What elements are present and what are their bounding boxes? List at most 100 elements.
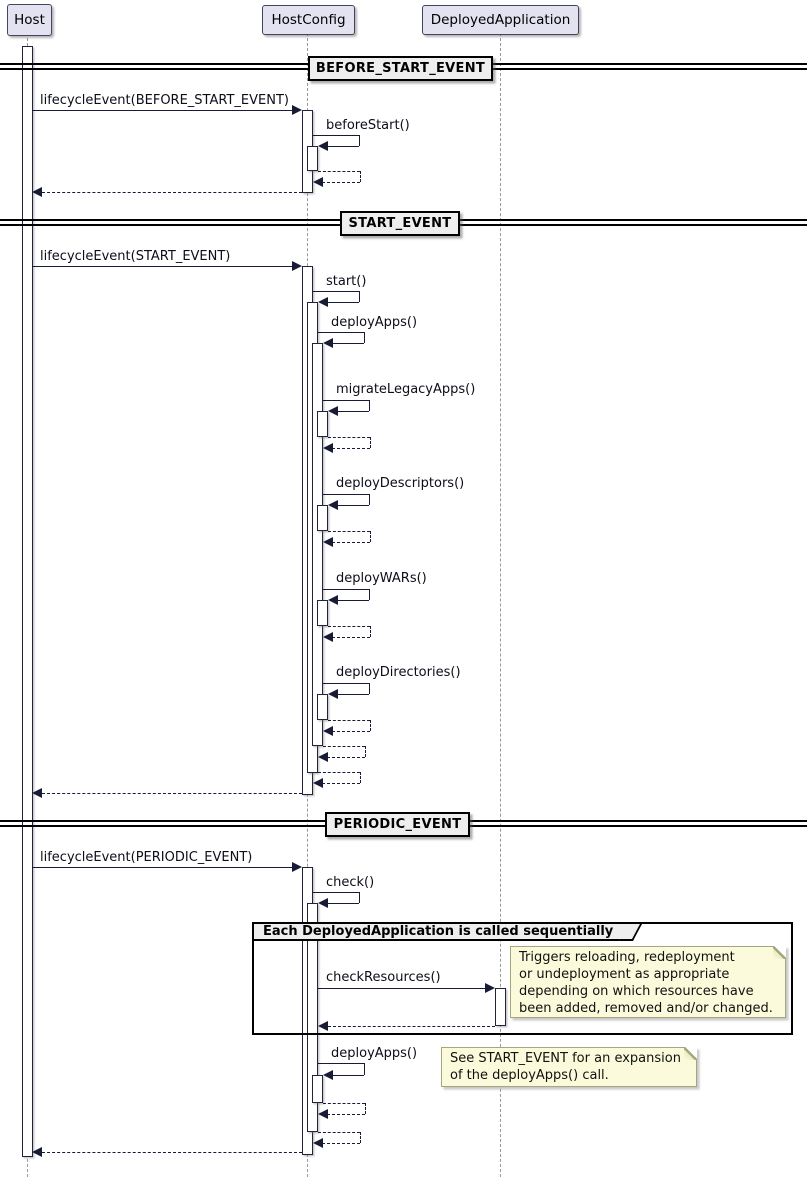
return-line [328, 437, 370, 438]
return-line [318, 1132, 360, 1133]
participant-label: DeployedApplication [430, 12, 571, 28]
message-label: deployDescriptors() [336, 476, 465, 491]
return-line [42, 1152, 302, 1153]
selfcall-line [313, 892, 359, 893]
arrowhead-left [323, 726, 333, 736]
message-label: checkResources() [326, 970, 441, 985]
group-title-tab: Each DeployedApplication is called seque… [254, 924, 628, 941]
message-label: lifecycleEvent(PERIODIC_EVENT) [40, 850, 253, 865]
return-line [328, 720, 370, 721]
arrowhead-left [318, 141, 328, 151]
participant-label: HostConfig [271, 12, 346, 28]
message-line [318, 988, 485, 989]
activation-hostconfig-wars [317, 600, 328, 626]
group-frame [252, 922, 793, 1035]
selfcall-line [337, 600, 369, 601]
return-line [370, 531, 371, 542]
selfcall-line [359, 291, 360, 302]
message-label: start() [326, 274, 367, 289]
activation-hostconfig-start-l3 [312, 343, 323, 746]
arrowhead-left [313, 177, 323, 187]
selfcall-line [364, 1063, 365, 1075]
return-line [328, 626, 370, 627]
arrowhead-left [318, 898, 328, 908]
divider-periodic-event: PERIODIC_EVENT [325, 812, 470, 837]
arrowhead-left [328, 406, 338, 416]
selfcall-line [318, 332, 364, 333]
return-line [360, 772, 361, 783]
selfcall-line [323, 400, 369, 401]
activation-hostconfig-descriptors [317, 505, 328, 531]
divider-start-event: START_EVENT [340, 211, 460, 236]
activation-hostconfig-directories [317, 694, 328, 720]
selfcall-line [327, 302, 359, 303]
return-line [360, 1132, 361, 1143]
arrowhead-left [313, 1138, 323, 1148]
message-label: beforeStart() [326, 118, 410, 133]
selfcall-line [369, 400, 370, 411]
activation-hostconfig-periodic-l2 [307, 903, 318, 1132]
activation-hostconfig-migrate [317, 411, 328, 437]
note-fold-corner [684, 1047, 697, 1060]
selfcall-line [323, 494, 369, 495]
lifeline-deployedapplication [500, 33, 501, 1177]
note-check-resources: Triggers reloading, redeployment or unde… [510, 946, 786, 1018]
selfcall-line [337, 411, 369, 412]
arrowhead-left [32, 788, 42, 798]
return-line [360, 171, 361, 182]
return-line [370, 626, 371, 637]
message-label: lifecycleEvent(START_EVENT) [40, 249, 231, 264]
return-line [322, 182, 360, 183]
message-label: lifecycleEvent(BEFORE_START_EVENT) [40, 93, 289, 108]
return-line [365, 746, 366, 757]
participant-host: Host [7, 4, 52, 36]
selfcall-line [337, 505, 369, 506]
return-line [322, 1143, 360, 1144]
note-line: of the deployApps() call. [450, 1068, 609, 1083]
return-line [323, 746, 365, 747]
return-line [42, 192, 302, 193]
selfcall-line [327, 903, 359, 904]
selfcall-line [364, 332, 365, 343]
arrowhead-right [292, 862, 302, 872]
arrowhead-left [323, 443, 333, 453]
message-label: deployDirectories() [336, 665, 461, 680]
return-line [332, 637, 370, 638]
return-line [327, 757, 365, 758]
message-line [32, 110, 294, 111]
return-line [327, 1114, 365, 1115]
return-line [332, 731, 370, 732]
return-line [323, 1103, 365, 1104]
note-fold-corner [773, 946, 786, 959]
return-line [370, 437, 371, 448]
divider-label: PERIODIC_EVENT [333, 817, 462, 832]
note-line: Triggers reloading, redeployment [519, 950, 735, 965]
arrowhead-left [318, 752, 328, 762]
arrowhead-left [323, 338, 333, 348]
arrowhead-left [32, 187, 42, 197]
selfcall-line [327, 146, 359, 147]
return-line [370, 720, 371, 731]
arrowhead-right [485, 983, 495, 993]
activation-hostconfig-before-l2 [307, 146, 318, 171]
arrowhead-left [323, 632, 333, 642]
note-line: been added, removed and/or changed. [519, 1001, 773, 1016]
message-label: migrateLegacyApps() [336, 382, 476, 397]
return-line [332, 542, 370, 543]
participant-label: Host [14, 12, 45, 28]
activation-hostconfig-periodic-l3 [312, 1075, 323, 1103]
message-label: deployWARs() [336, 571, 427, 586]
divider-before-start-event: BEFORE_START_EVENT [308, 56, 493, 81]
divider-label: BEFORE_START_EVENT [315, 61, 486, 76]
arrowhead-left [313, 778, 323, 788]
arrowhead-left [323, 1070, 333, 1080]
message-label: check() [326, 875, 375, 890]
group-title: Each DeployedApplication is called seque… [263, 924, 614, 939]
note-line: depending on which resources have [519, 984, 754, 999]
arrowhead-left [328, 689, 338, 699]
selfcall-line [323, 683, 369, 684]
arrowhead-right [292, 261, 302, 271]
selfcall-line [369, 683, 370, 694]
return-line [365, 1103, 366, 1114]
